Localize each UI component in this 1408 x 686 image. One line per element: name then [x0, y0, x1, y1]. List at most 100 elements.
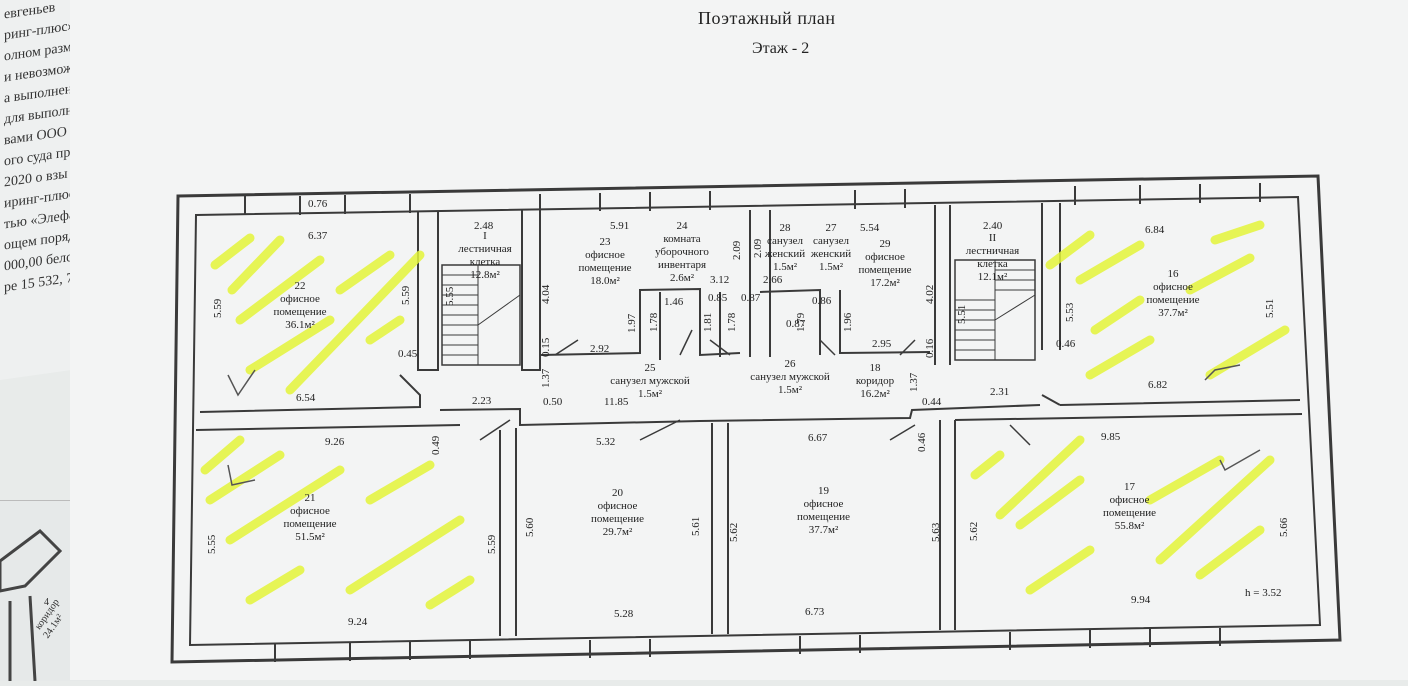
room-26-name: санузел мужской	[750, 371, 830, 383]
dim-label: 0.15	[540, 337, 552, 357]
room-29-area: 17.2м²	[870, 277, 900, 289]
dim-label: 4.02	[924, 284, 936, 304]
dim-label: 5.55	[444, 286, 456, 306]
bg-room-num: 4	[44, 597, 49, 608]
dim-label: 5.32	[596, 436, 616, 448]
room-18-area: 16.2м²	[860, 388, 890, 400]
dim-label: 2.09	[731, 240, 743, 260]
room-24: 24 комната уборочного инвентаря 2.6м²	[642, 220, 722, 285]
room-22-number: 22	[294, 280, 306, 292]
dim-label: 0.45	[398, 348, 418, 360]
dim-label: 5.59	[400, 285, 412, 305]
dim-label: 5.61	[690, 516, 702, 536]
dim-label: 6.73	[805, 606, 825, 618]
dim-label: 5.63	[930, 522, 942, 542]
dim-label: 3.12	[710, 274, 730, 286]
room-28: 28 санузел женский 1.5м²	[760, 222, 810, 274]
dim-label: 5.54	[860, 222, 880, 234]
room-25-number: 25	[644, 362, 656, 374]
room-20-area: 29.7м²	[602, 526, 633, 538]
room-II-number: II	[988, 232, 997, 244]
dim-label: 5.62	[968, 521, 980, 541]
room-II-name: лестничная клетка	[965, 245, 1020, 270]
room-21-area: 51.5м²	[295, 531, 325, 543]
room-19: 19 офисное помещение 37.7м²	[776, 485, 871, 537]
background-plan-lines	[0, 529, 63, 682]
inner-outline	[188, 195, 1322, 647]
dim-label: 2.95	[872, 338, 892, 350]
dim-label: 1.78	[648, 312, 660, 332]
dim-label: 0.87	[786, 318, 806, 330]
room-25-area: 1.5м²	[637, 388, 662, 400]
room-23-number: 23	[599, 236, 611, 248]
room-27-area: 1.5м²	[818, 261, 843, 273]
dim-label: 6.37	[308, 230, 328, 242]
dim-label: 1.96	[842, 312, 854, 332]
dim-label: 5.66	[1278, 517, 1290, 537]
room-I-name: лестничная клетка	[458, 243, 512, 268]
room-21: 21 офисное помещение 51.5м²	[265, 492, 355, 544]
dim-label: 5.62	[728, 522, 740, 542]
room-20-number: 20	[612, 487, 623, 499]
dim-label: 0.86	[812, 295, 832, 307]
dim-label: 0.50	[543, 396, 563, 408]
dim-label: 5.55	[206, 534, 218, 554]
dim-label: 0.46	[916, 432, 928, 452]
dim-label: 5.51	[1264, 298, 1276, 318]
room-28-area: 1.5м²	[772, 261, 797, 273]
room-17-name: офисное помещение	[1102, 494, 1157, 519]
dim-label: 0.46	[1056, 338, 1076, 350]
room-27: 27 санузел женский 1.5м²	[808, 222, 854, 274]
dim-label: 2.09	[752, 238, 764, 258]
floor-subtitle: Этаж - 2	[752, 40, 810, 57]
room-24-number: 24	[676, 220, 688, 232]
room-28-number: 28	[779, 222, 791, 234]
room-16-number: 16	[1167, 268, 1179, 280]
dim-label: 5.28	[614, 608, 634, 620]
dim-label: 9.94	[1131, 594, 1151, 606]
room-25-name: санузел мужской	[610, 375, 690, 387]
dim-label: 1.79	[795, 312, 807, 332]
room-20: 20 офисное помещение 29.7м²	[570, 487, 665, 539]
room-24-name: комната уборочного инвентаря	[655, 233, 709, 271]
room-17-number: 17	[1124, 481, 1135, 493]
dim-label: 6.67	[808, 432, 828, 444]
dim-label: 0.16	[924, 338, 936, 358]
room-26-number: 26	[784, 358, 796, 370]
dim-label: 9.24	[348, 616, 368, 628]
room-23-name: офисное помещение	[578, 249, 632, 274]
dim-label: 2.31	[990, 386, 1010, 398]
room-17-area: 55.8м²	[1114, 520, 1145, 532]
room-22-name: офисное помещение	[273, 293, 327, 318]
dim-label: 9.85	[1101, 431, 1121, 443]
room-18-name: коридор	[855, 375, 895, 387]
dim-label: 0.49	[430, 435, 442, 455]
dim-label: 9.26	[325, 436, 345, 448]
room-II-area: 12.1м²	[977, 271, 1008, 283]
room-19-area: 37.7м²	[808, 524, 839, 536]
dim-label: 5.60	[524, 517, 536, 537]
dim-label: 5.53	[1064, 302, 1076, 322]
dim-label: 2.92	[590, 343, 610, 355]
dim-label: 0.87	[741, 292, 761, 304]
dim-label: 1.37	[908, 372, 920, 392]
height-note: h = 3.52	[1245, 587, 1282, 599]
room-23-area: 18.0м²	[590, 275, 620, 287]
dim-label: 0.44	[922, 396, 942, 408]
dim-label: 5.59	[212, 298, 224, 318]
dim-label: 2.40	[983, 220, 1003, 232]
room-I-area: 12.8м²	[470, 269, 500, 281]
dim-label: 6.82	[1148, 379, 1168, 391]
room-22: 22 офисное помещение 36.1м²	[255, 280, 345, 332]
room-20-name: офисное помещение	[590, 500, 645, 525]
dim-label: 5.51	[956, 304, 968, 324]
dim-label: 5.91	[610, 220, 630, 232]
dim-label: 11.85	[604, 396, 629, 408]
dim-label: 0.76	[308, 198, 328, 210]
room-16: 16 офисное помещение 37.7м²	[1128, 268, 1218, 320]
room-27-name: санузел женский	[810, 235, 852, 260]
dim-label: 1.78	[726, 312, 738, 332]
dim-label: 6.84	[1145, 224, 1165, 236]
room-18-number: 18	[869, 362, 881, 374]
